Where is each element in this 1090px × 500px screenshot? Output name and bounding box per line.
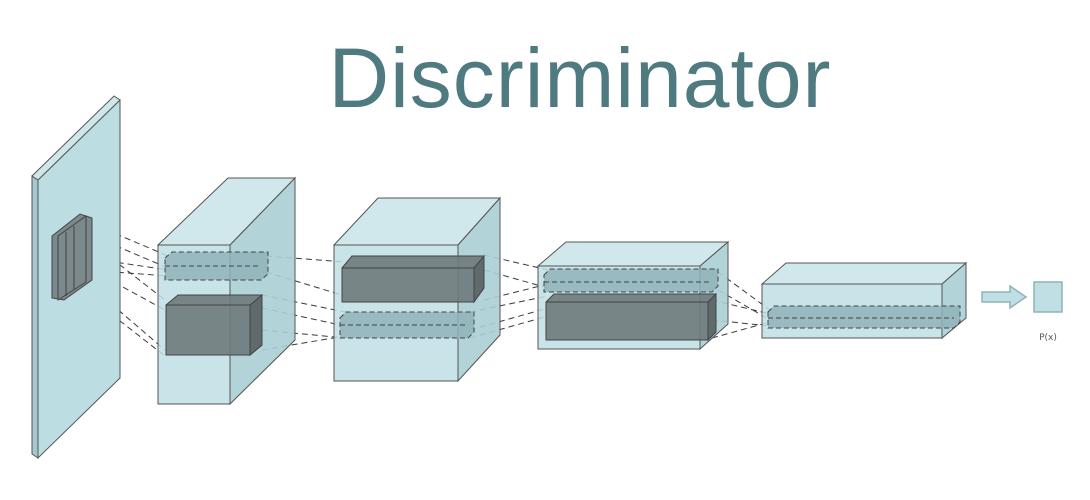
dashed-connections — [87, 221, 771, 357]
conv-layer-2-kernel — [341, 254, 485, 304]
output-unit — [1033, 281, 1063, 313]
diagram-title: Discriminator — [328, 31, 832, 125]
output-label: P(x) — [1039, 333, 1057, 343]
conv-layer-4-slab — [767, 305, 961, 329]
conv-layer-1-slab — [164, 251, 269, 281]
conv-layer-1 — [156, 176, 297, 406]
conv-layer-2-slab — [339, 311, 475, 339]
conv-layer-3-kernel — [545, 292, 717, 342]
conv-layer-3-slab — [543, 268, 719, 293]
conv-layer-1-kernel — [165, 293, 263, 357]
arrow-icon — [981, 284, 1028, 310]
input-kernel — [51, 213, 93, 301]
